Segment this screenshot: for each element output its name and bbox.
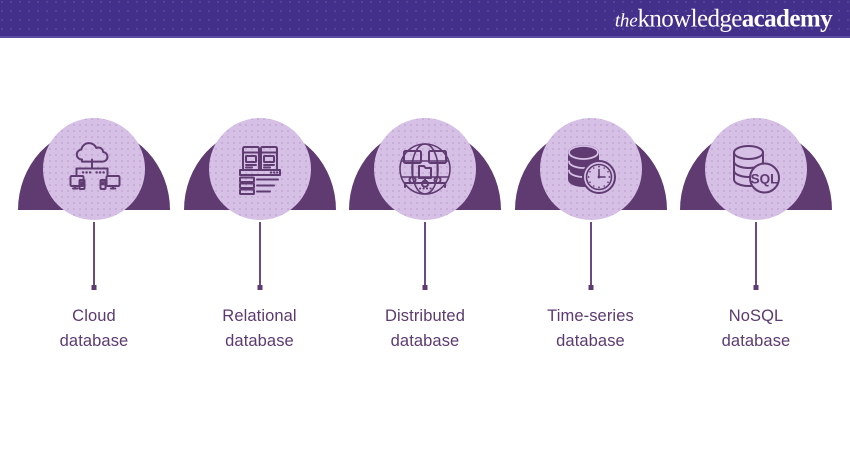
node-graphic [183,104,336,220]
connector-line [588,222,593,290]
connector-dot [257,285,262,290]
diagram-node-nosql-database[interactable]: SQL NoSQL database [680,38,832,450]
connector-line [257,222,262,290]
connector-line [753,222,759,290]
connector-dot [91,285,97,290]
node-row: Cloud database [0,38,850,450]
node-graphic: SQL [680,104,832,220]
header-bar: theknowledgeacademy [0,0,850,38]
node-label-cloud-database: Cloud database [59,307,129,350]
diagram-node-cloud-database[interactable]: Cloud database [18,38,170,450]
node-label-relational-database: Relational database [222,307,297,350]
node-label-nosql-database: NoSQL database [721,307,791,350]
relational-database-icon [238,146,281,195]
brand-logo[interactable]: theknowledgeacademy [614,5,833,33]
node-graphic [349,104,501,220]
logo-text-knowledge: knowledge [637,5,742,33]
database-types-diagram: Cloud database [0,38,850,450]
connector-dot [588,285,593,290]
diagram-node-time-series-database[interactable]: Time-series database [514,38,667,450]
distributed-database-icon [399,143,451,195]
icon-circle: SQL [705,118,807,220]
time-series-database-icon [567,145,616,194]
node-graphic [514,104,667,220]
node-label-distributed-database: Distributed database [385,307,465,350]
node-graphic [18,104,170,220]
icon-circle [539,118,642,220]
diagram-node-relational-database[interactable]: Relational database [183,38,336,450]
diagram-node-distributed-database[interactable]: Distributed database [349,38,501,450]
logo-text-academy: academy [741,5,833,33]
cloud-database-icon [69,142,121,190]
header-bottom-edge [0,36,850,38]
connector-line [422,222,428,290]
icon-circle [374,118,476,220]
icon-circle [43,118,145,220]
icon-circle [208,118,311,220]
nosql-database-icon: SQL [733,145,780,194]
connector-dot [422,285,428,290]
node-label-time-series-database: Time-series database [547,307,634,350]
connector-line [91,222,97,290]
logo-text-the: the [614,10,638,32]
sql-badge-text: SQL [751,172,779,187]
connector-dot [753,285,759,290]
